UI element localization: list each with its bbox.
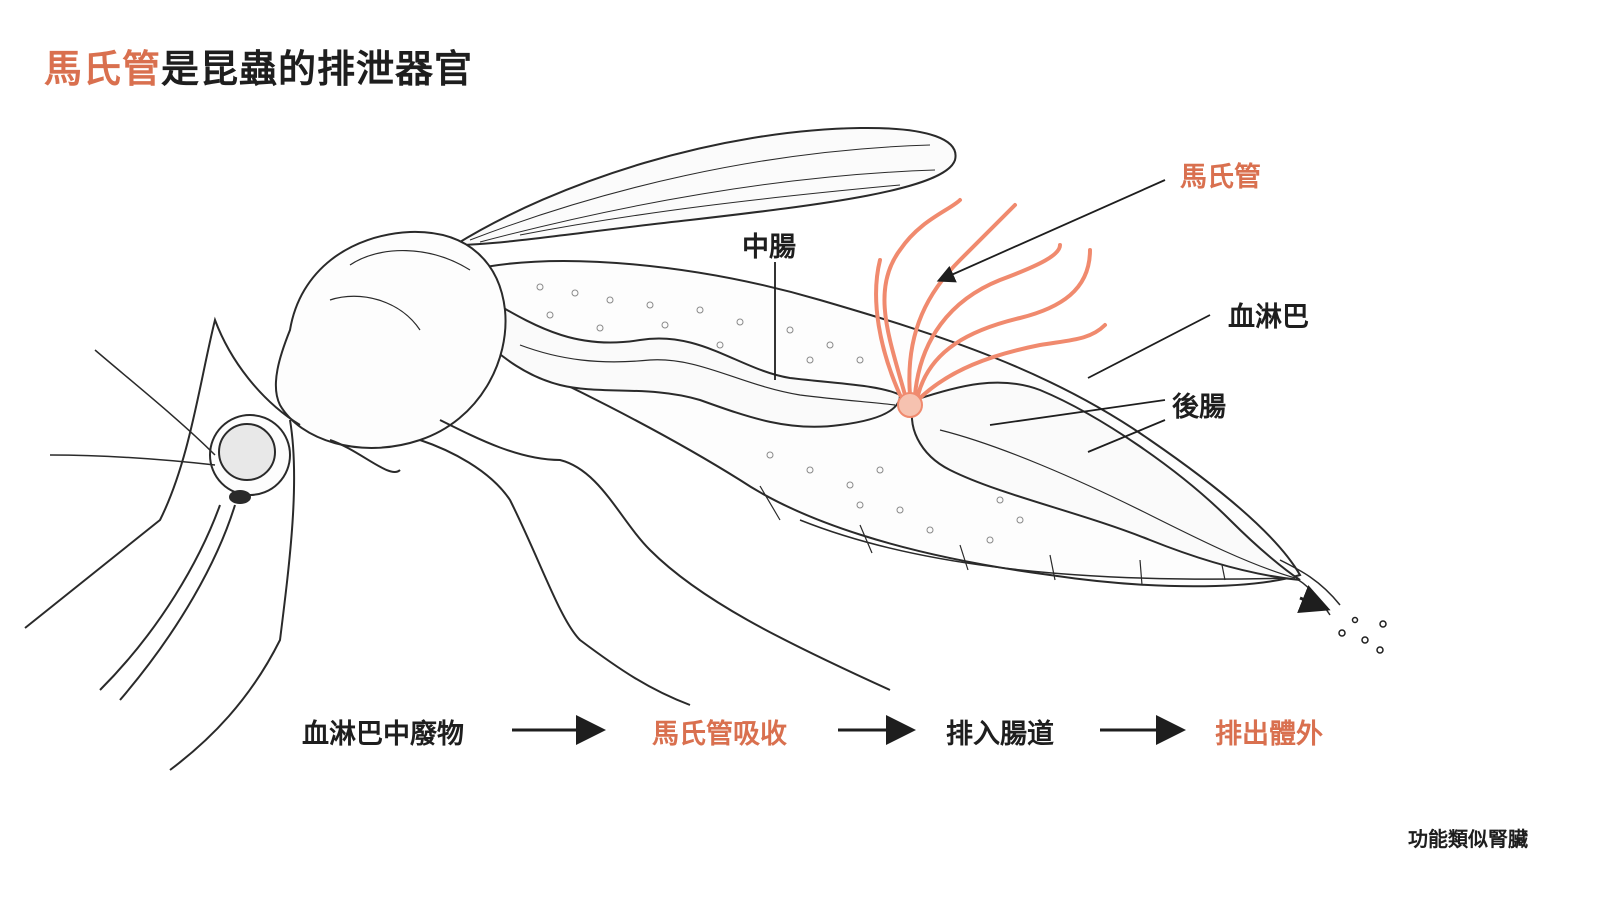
label-midgut: 中腸: [742, 232, 796, 263]
excretion: [1297, 585, 1387, 654]
title-highlight: 馬氏管: [44, 47, 162, 91]
flow-step-1: 血淋巴中廢物: [302, 719, 464, 750]
wing: [451, 126, 957, 247]
label-hemolymph: 血淋巴: [1228, 302, 1309, 333]
page-title: 馬氏管是昆蟲的排泄器官: [44, 38, 473, 93]
midgut: [468, 298, 902, 428]
legs: [24, 316, 891, 771]
footnote: 功能類似腎臟: [1408, 827, 1528, 851]
flow-step-2: 馬氏管吸收: [652, 719, 787, 750]
leader-lines: [774, 179, 1211, 453]
head: [209, 414, 291, 504]
thorax: [274, 230, 507, 449]
title-rest: 是昆蟲的排泄器官: [161, 47, 474, 91]
compound-eye: [218, 423, 276, 481]
hindgut: [910, 381, 1301, 581]
proboscis: [99, 504, 236, 701]
antennae: [49, 349, 216, 466]
flow-step-4: 排出體外: [1215, 719, 1323, 750]
label-malpighian-tubules: 馬氏管: [1180, 162, 1261, 193]
flow-step-3: 排入腸道: [946, 719, 1054, 750]
label-hindgut: 後腸: [1172, 392, 1226, 423]
